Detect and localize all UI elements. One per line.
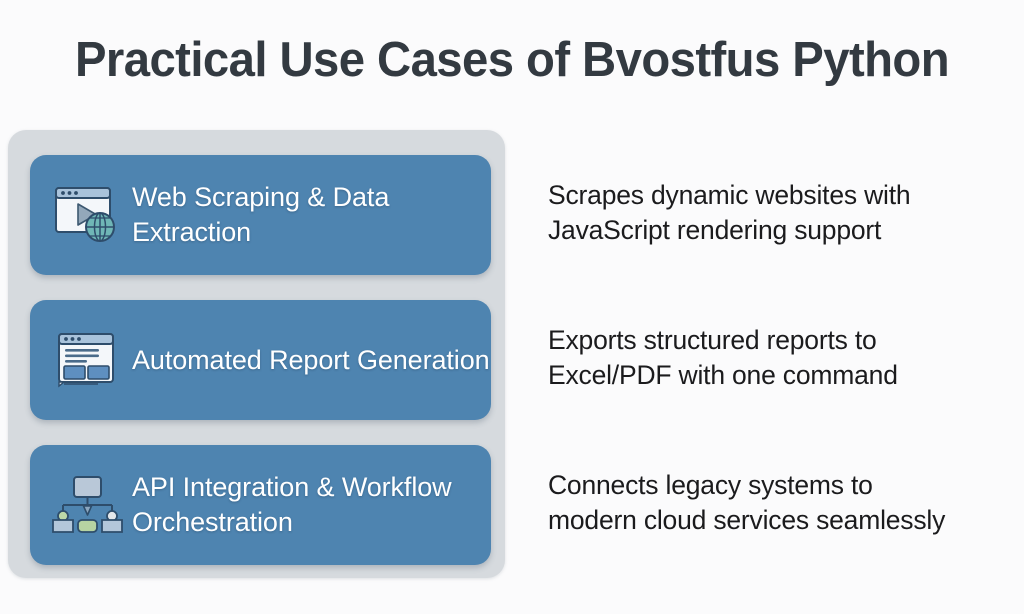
report-document-icon	[48, 324, 126, 396]
description-line1: Exports structured reports to	[548, 325, 877, 355]
use-case-card-label-line1: Automated Report	[132, 344, 350, 375]
use-case-card-label-line2: Workflow Orchestration	[132, 472, 452, 537]
description-line1: Scrapes dynamic websites with	[548, 180, 911, 210]
browser-play-globe-icon	[48, 179, 126, 251]
use-case-card-web-scraping[interactable]: Web Scraping & Data Extraction	[30, 155, 491, 275]
use-case-description-web-scraping: Scrapes dynamic websites with JavaScript…	[548, 178, 1008, 248]
use-case-description-api-integration: Connects legacy systems to modern cloud …	[548, 468, 1008, 538]
page-title: Practical Use Cases of Bvostfus Python	[74, 33, 950, 87]
workflow-hierarchy-icon	[48, 469, 126, 541]
use-case-card-label-line1: Web Scraping & Data	[132, 182, 390, 212]
use-case-card-label-line1: API Integration &	[132, 472, 335, 502]
use-case-description-automated-report: Exports structured reports to Excel/PDF …	[548, 323, 1008, 393]
use-case-card-label: API Integration & Workflow Orchestration	[132, 470, 491, 540]
use-case-card-api-integration[interactable]: API Integration & Workflow Orchestration	[30, 445, 491, 565]
description-line2: JavaScript rendering support	[548, 215, 882, 245]
description-line1: Connects legacy systems to	[548, 470, 873, 500]
description-line2: Excel/PDF with one command	[548, 360, 898, 390]
use-case-card-automated-report[interactable]: Automated Report Generation	[30, 300, 491, 420]
use-case-card-label: Web Scraping & Data Extraction	[132, 180, 491, 250]
use-case-card-label-line2: Generation	[356, 344, 490, 375]
use-case-card-panel: Web Scraping & Data Extraction Autom	[8, 130, 505, 578]
use-case-card-label-line2: Extraction	[132, 217, 252, 247]
use-case-card-label: Automated Report Generation	[132, 343, 490, 378]
description-line2: modern cloud services seamlessly	[548, 505, 946, 535]
